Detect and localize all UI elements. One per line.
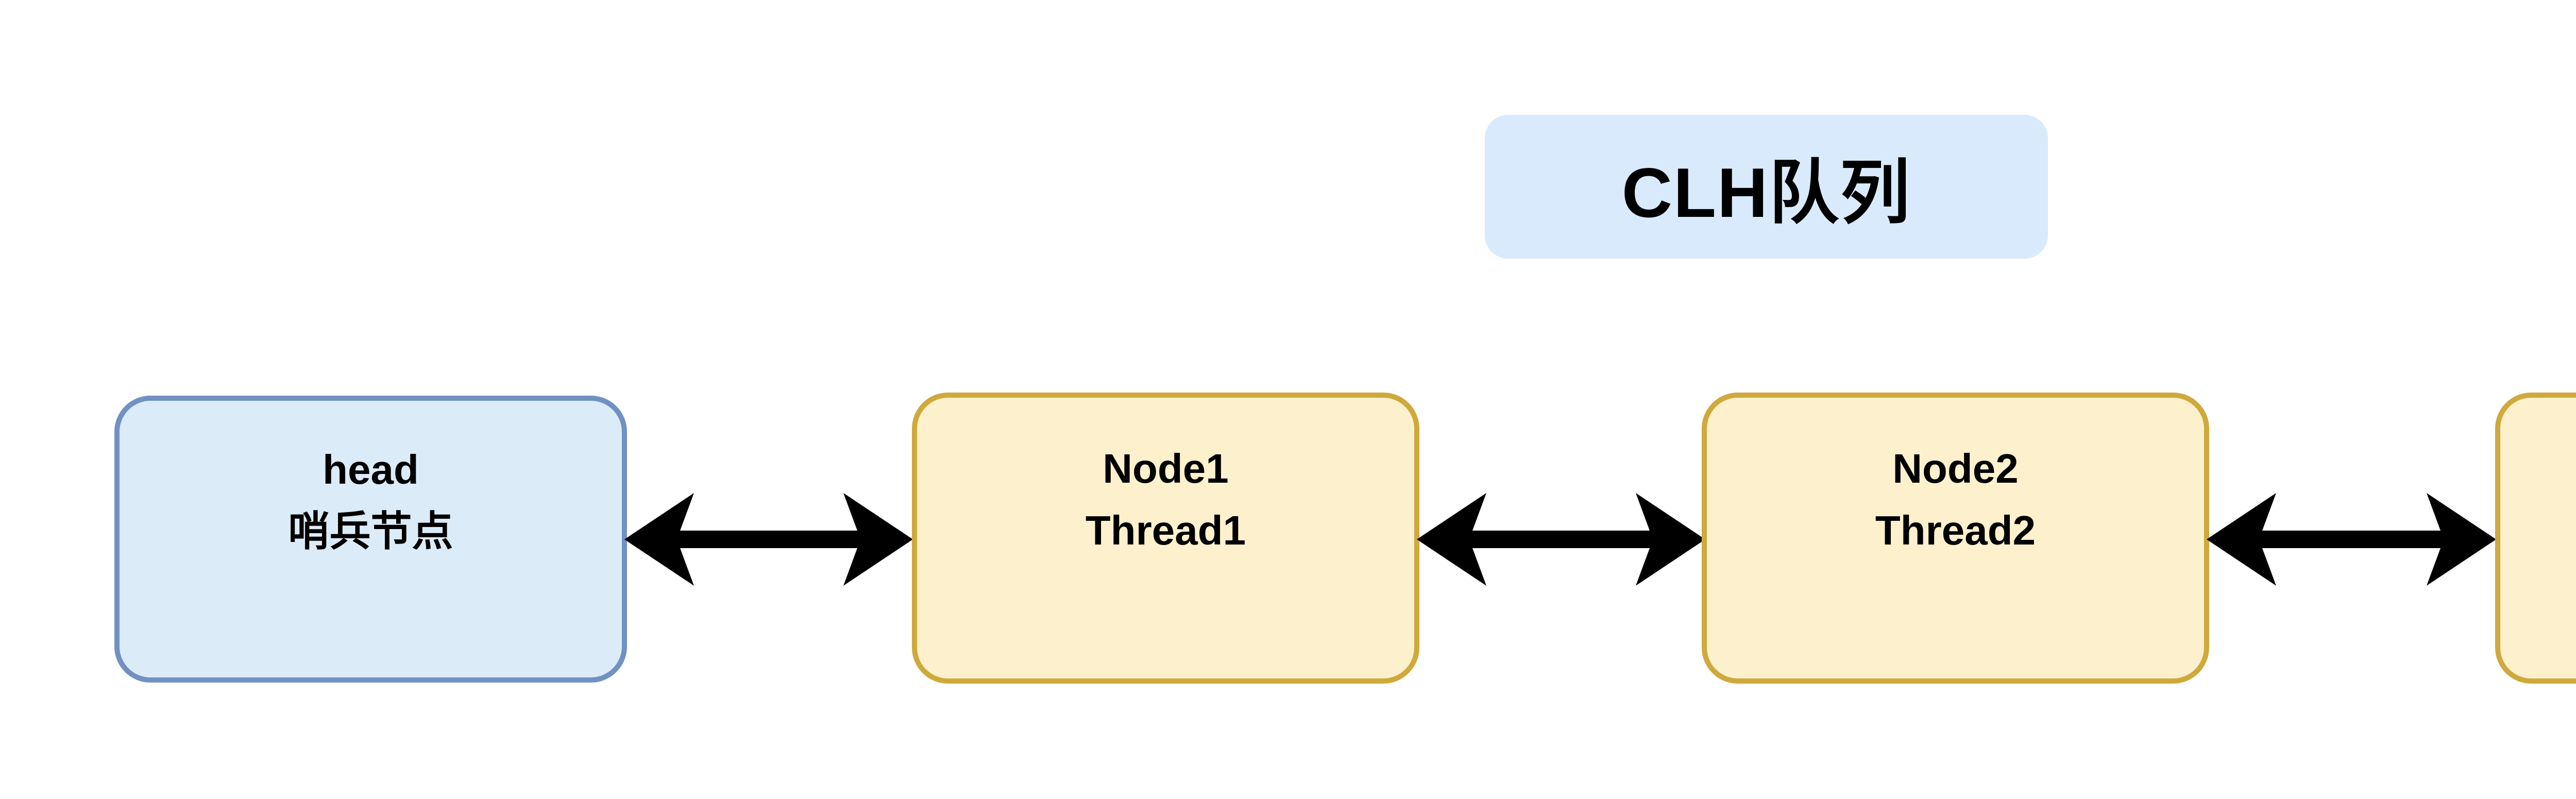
diagram-title: CLH队列 — [1621, 154, 1911, 232]
node3-box: Node3 Thread3 — [2495, 393, 2576, 684]
head-label: head — [323, 446, 419, 492]
node2-box: Node2 Thread2 — [1702, 393, 2209, 684]
diagram-title-box: CLH队列 — [1485, 115, 2048, 259]
node1-box: Node1 Thread1 — [912, 393, 1419, 684]
node2-thread-label: Thread2 — [1875, 507, 2036, 553]
head-sentinel-box: head 哨兵节点 — [114, 396, 627, 683]
head-sublabel: 哨兵节点 — [288, 508, 453, 554]
bidirectional-arrow-node1-node2 — [1417, 493, 1705, 586]
node2-label: Node2 — [1892, 445, 2019, 491]
node1-thread-label: Thread1 — [1085, 507, 1246, 553]
node1-label: Node1 — [1103, 445, 1229, 491]
bidirectional-arrow-node2-node3 — [2207, 493, 2496, 586]
bidirectional-arrow-head-node1 — [624, 493, 913, 586]
